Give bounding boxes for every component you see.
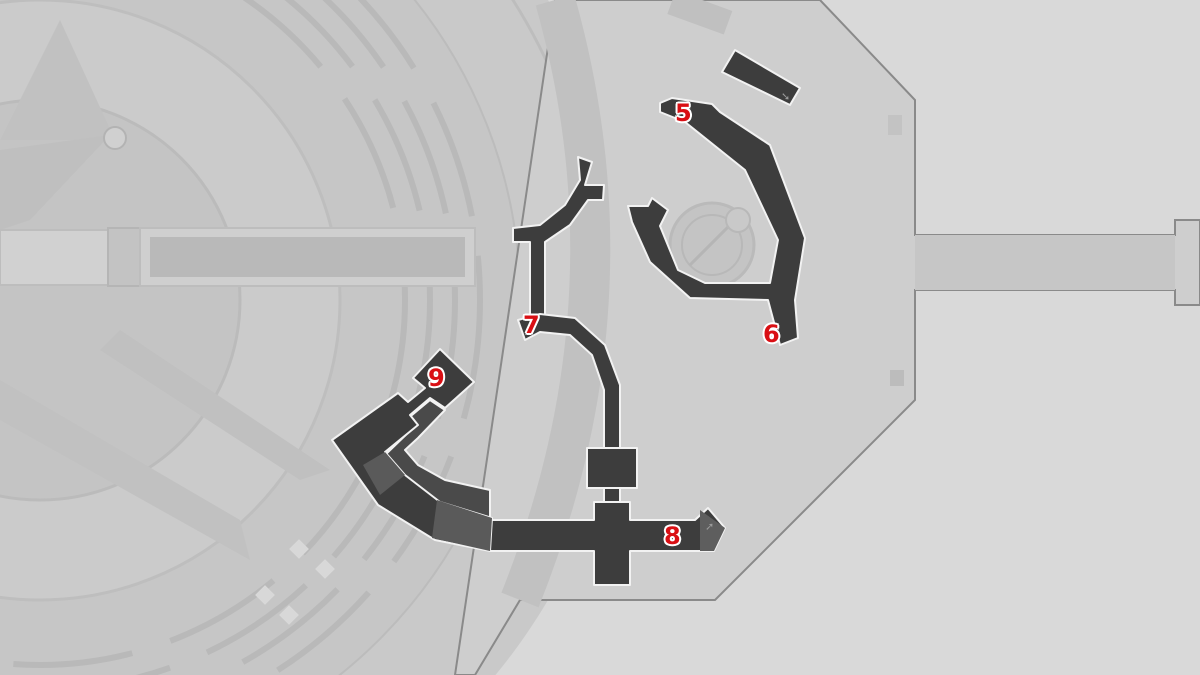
waypoint-marker-7[interactable]: 7 [523, 311, 540, 339]
path-block-top [721, 49, 801, 106]
waypoint-marker-5[interactable]: 5 [675, 99, 692, 127]
waypoint-marker-6[interactable]: 6 [763, 320, 780, 348]
arrow-icon: ➘ [781, 90, 790, 103]
path-central-block [586, 447, 638, 489]
waypoint-marker-9[interactable]: 9 [428, 364, 445, 392]
floor-area [453, 0, 1200, 675]
route-paths [331, 49, 806, 586]
waypoint-marker-8[interactable]: 8 [664, 522, 681, 550]
path-5-6 [627, 97, 806, 346]
arrow-icon: ➚ [705, 520, 714, 533]
